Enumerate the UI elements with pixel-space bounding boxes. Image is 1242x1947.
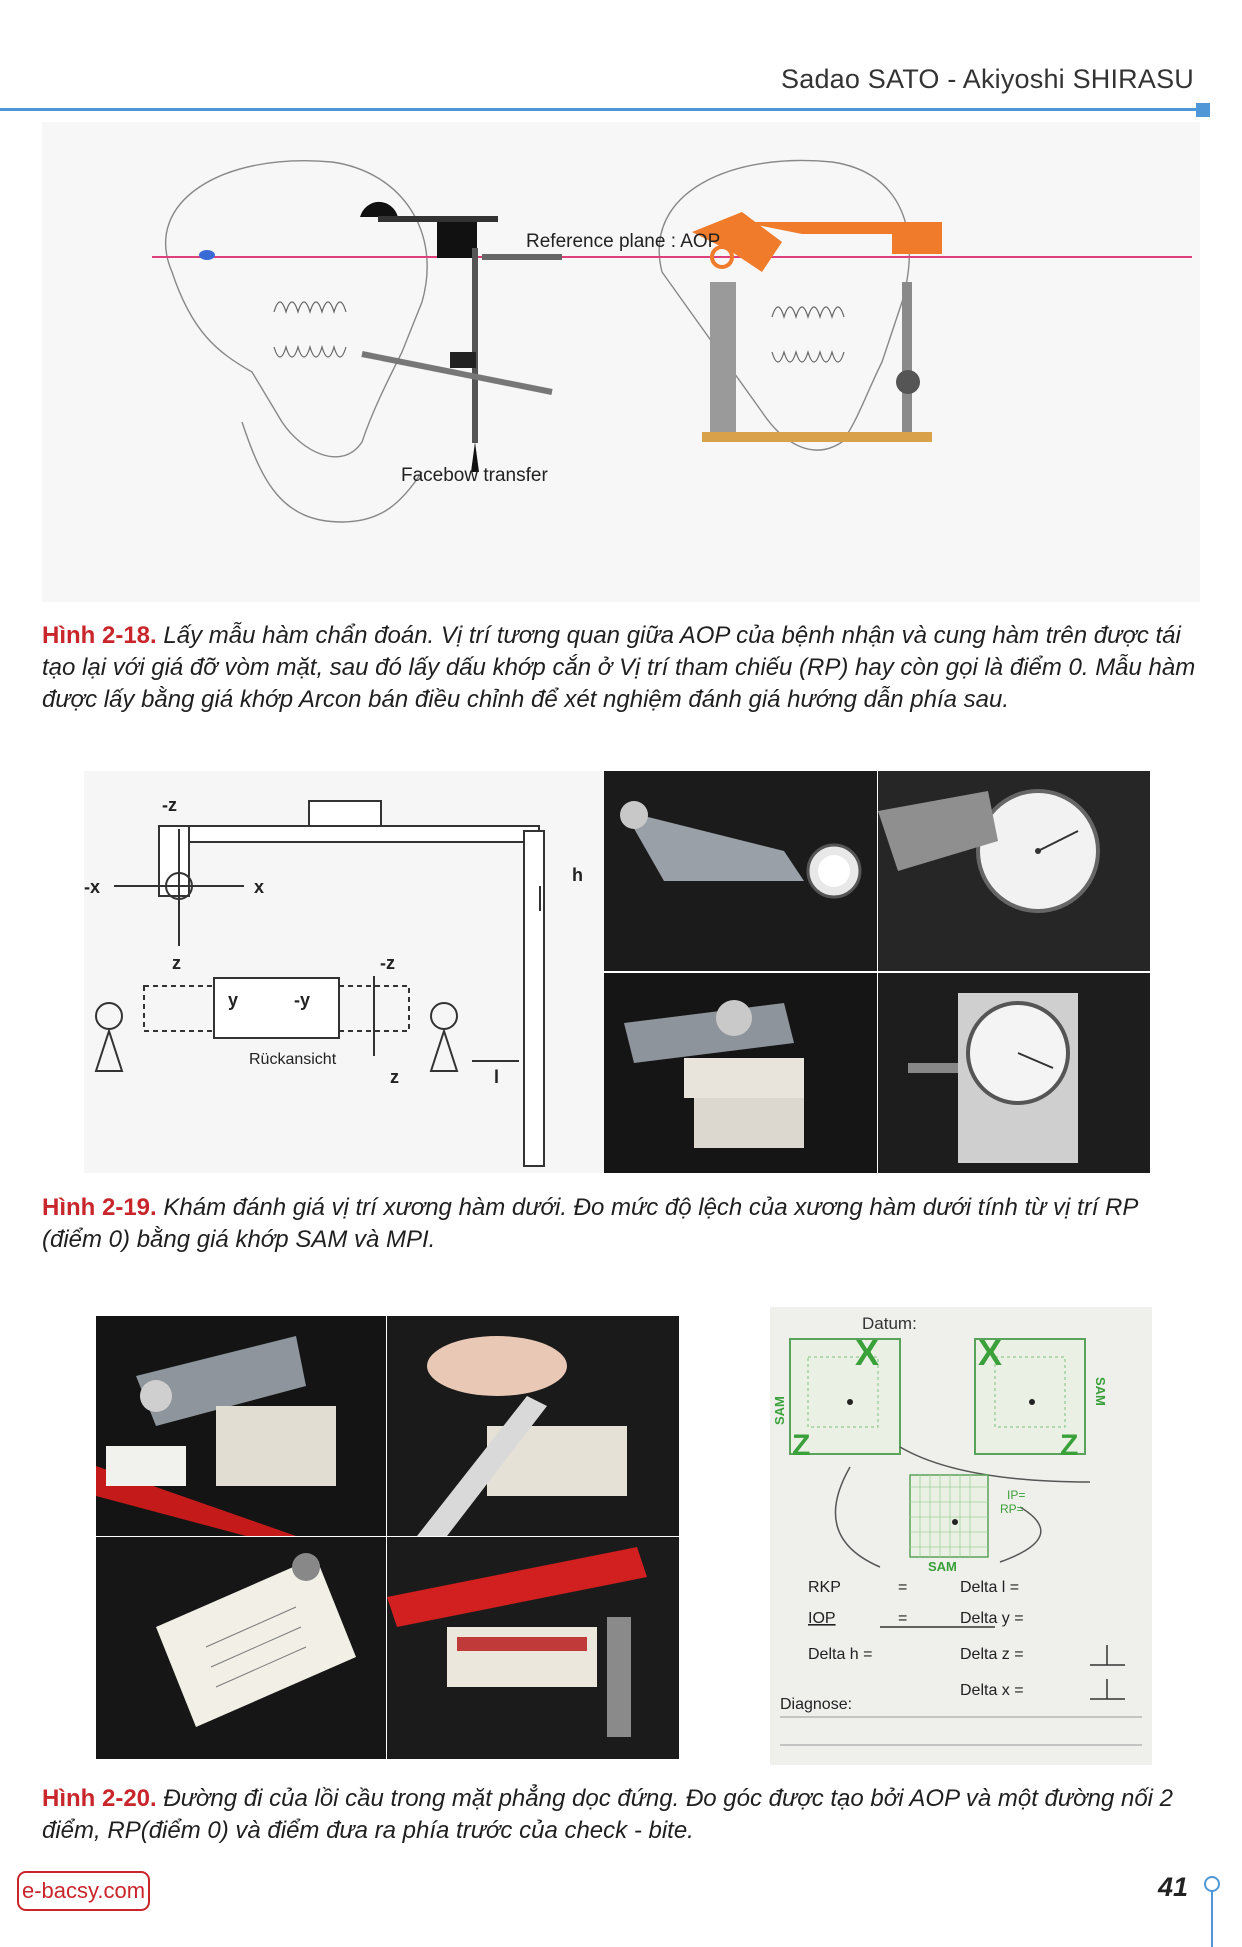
figure-2-19-photo-dial-closeup: [878, 771, 1150, 971]
svg-text:Z: Z: [1060, 1429, 1078, 1462]
figure-2-20-text: Đường đi của lồi cầu trong mặt phẳng dọc…: [42, 1785, 1174, 1844]
figure-2-19-text: Khám đánh giá vị trí xương hàm dưới. Đo …: [42, 1194, 1138, 1253]
rkp-label: RKP: [808, 1579, 841, 1596]
axis-h-label: h: [572, 865, 583, 885]
page-number: 41: [1158, 1872, 1189, 1902]
mpi-dial-photo: [878, 973, 1150, 1173]
figure-2-18-illustration: Reference plane : AOP Facebow transfer: [42, 122, 1200, 602]
figure-2-20-number: Hình 2-20.: [42, 1785, 157, 1812]
delta-x-label: Delta x =: [960, 1682, 1024, 1699]
figure-2-18-number: Hình 2-18.: [42, 622, 157, 649]
site-logo[interactable]: e-bacsy.com: [17, 1871, 150, 1911]
delta-z-label: Delta z =: [960, 1646, 1024, 1663]
rp-label: RP=: [1000, 1502, 1024, 1516]
axis-z-lower-label: z: [390, 1067, 399, 1087]
figure-2-19-diagram: -z -x x z y -y -z z h l Rückansicht: [84, 771, 604, 1173]
condyle-path-photo-2: [387, 1316, 679, 1536]
figure-2-18-text: Lấy mẫu hàm chẩn đoán. Vị trí tương quan…: [42, 622, 1196, 713]
axis-neg-z-lower-label: -z: [380, 953, 395, 973]
datum-form-chart: X X Z Z Datum: SAM SAM SAM IP= RP= RKP =: [772, 1314, 1142, 1746]
ip-label: IP=: [1007, 1488, 1025, 1502]
sam-axis-diagram: -z -x x z y -y -z z h l Rückansicht: [84, 795, 583, 1167]
delta-y-label: Delta y =: [960, 1610, 1024, 1627]
datum-label: Datum:: [862, 1314, 917, 1333]
iop-label: IOP: [808, 1610, 836, 1627]
figure-2-20-photo-2: [387, 1316, 679, 1536]
condyle-path-photo-3: [96, 1537, 386, 1759]
articulator-model-photo: [604, 973, 877, 1173]
figure-2-20-datum-form: X X Z Z Datum: SAM SAM SAM IP= RP= RKP =: [770, 1307, 1152, 1765]
figure-2-19-photo-model: [604, 973, 877, 1173]
axis-neg-y-label: -y: [294, 990, 310, 1010]
delta-h-label: Delta h =: [808, 1646, 872, 1663]
sam-arm-photo: [604, 771, 877, 971]
reference-plane-label: Reference plane : AOP: [526, 231, 721, 252]
axis-y-label: y: [228, 990, 238, 1010]
delta-l-label: Delta l =: [960, 1579, 1019, 1596]
page-marker-line: [1211, 1890, 1213, 1947]
axis-l-label: l: [494, 1067, 499, 1087]
sam-label-left: SAM: [772, 1396, 787, 1425]
condyle-path-photo-4: [387, 1537, 679, 1759]
rueckansicht-label: Rückansicht: [249, 1051, 337, 1068]
figure-2-20-caption: Hình 2-20. Đường đi của lồi cầu trong mặ…: [42, 1783, 1200, 1847]
axis-z-label: z: [172, 953, 181, 973]
header-rule-marker: [1196, 103, 1210, 117]
sam-label-center: SAM: [928, 1559, 957, 1574]
figure-2-19-photo-sam-arm: [604, 771, 877, 971]
axis-x-label: x: [254, 877, 264, 897]
header-rule: [0, 108, 1200, 111]
sam-label-right: SAM: [1093, 1377, 1108, 1406]
diagnose-label: Diagnose:: [780, 1696, 852, 1713]
axis-neg-z-label: -z: [162, 795, 177, 815]
figure-2-20-photo-4: [387, 1537, 679, 1759]
axis-neg-x-label: -x: [84, 877, 100, 897]
figure-2-20-photo-3: [96, 1537, 386, 1759]
rkp-equals: =: [898, 1579, 907, 1596]
facebow-diagram: [152, 159, 1192, 523]
dial-closeup-photo: [878, 771, 1150, 971]
figure-2-20-photo-1: [96, 1316, 386, 1536]
author-header: Sadao SATO - Akiyoshi SHIRASU: [781, 64, 1194, 94]
svg-text:X: X: [978, 1332, 1002, 1373]
figure-2-19-photo-mpi: [878, 973, 1150, 1173]
condyle-path-photo-1: [96, 1316, 386, 1536]
svg-text:Z: Z: [792, 1429, 810, 1462]
figure-2-19-caption: Hình 2-19. Khám đánh giá vị trí xương hà…: [42, 1192, 1200, 1256]
figure-2-19-number: Hình 2-19.: [42, 1194, 157, 1221]
facebow-transfer-label: Facebow transfer: [401, 465, 548, 486]
iop-equals: =: [898, 1610, 907, 1627]
svg-text:X: X: [855, 1332, 879, 1373]
figure-2-18-caption: Hình 2-18. Lấy mẫu hàm chẩn đoán. Vị trí…: [42, 620, 1200, 716]
